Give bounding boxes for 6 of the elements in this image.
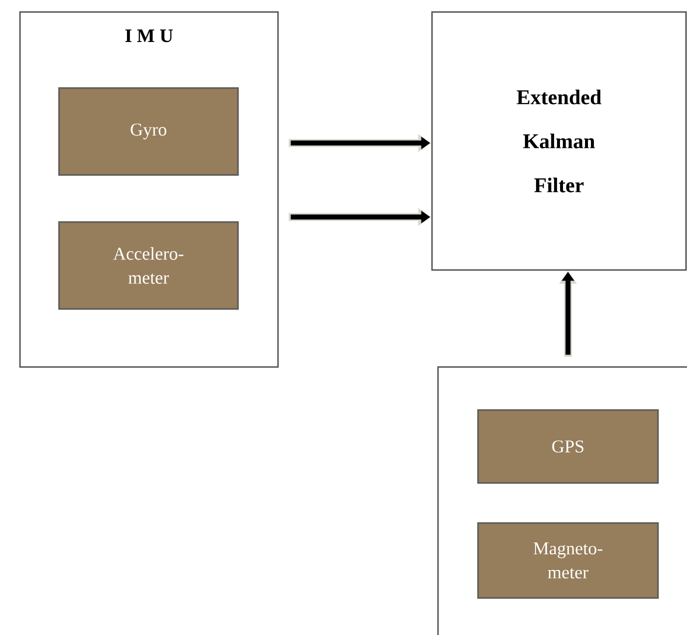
sensor-box: Magneto- meter (477, 522, 659, 599)
group-box (437, 366, 687, 635)
filter-box: Extended Kalman Filter (431, 11, 687, 271)
sensor-box: Gyro (58, 87, 239, 176)
sensor-box: Accelero- meter (58, 221, 239, 310)
sensor-box: GPS (477, 409, 659, 484)
